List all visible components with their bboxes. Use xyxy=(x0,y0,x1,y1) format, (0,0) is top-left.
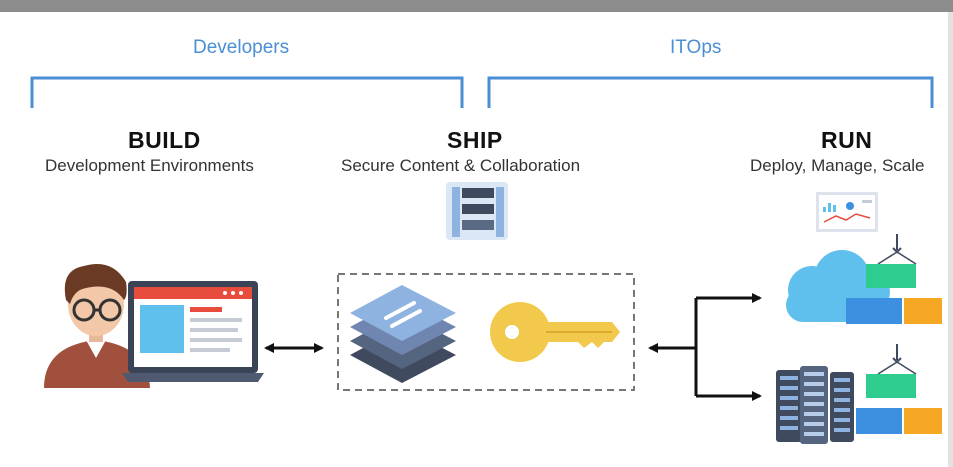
build-subtitle: Development Environments xyxy=(45,156,254,175)
developers-label: Developers xyxy=(193,37,290,58)
top-bar xyxy=(0,0,953,12)
container-crane-icon xyxy=(846,234,942,324)
image-stack-icon xyxy=(350,285,456,383)
ship-title: SHIP xyxy=(447,127,503,153)
run-title: RUN xyxy=(821,127,873,153)
ship-subtitle: Secure Content & Collaboration xyxy=(341,156,581,175)
ship-run-arrow xyxy=(648,293,762,401)
itops-label: ITOps xyxy=(670,37,722,58)
server-rack-icon xyxy=(776,366,854,444)
itops-bracket xyxy=(487,76,934,108)
run-subtitle: Deploy, Manage, Scale xyxy=(750,156,925,175)
right-edge xyxy=(948,12,953,467)
build-title: BUILD xyxy=(128,127,201,153)
laptop-icon xyxy=(122,281,264,382)
developers-bracket xyxy=(30,76,464,108)
key-icon xyxy=(490,302,620,362)
developer-icon xyxy=(44,264,150,388)
dashboard-icon xyxy=(816,192,878,232)
ship-dashed-box xyxy=(337,273,635,391)
registry-icon xyxy=(446,182,508,240)
container-crane-icon xyxy=(856,344,942,434)
